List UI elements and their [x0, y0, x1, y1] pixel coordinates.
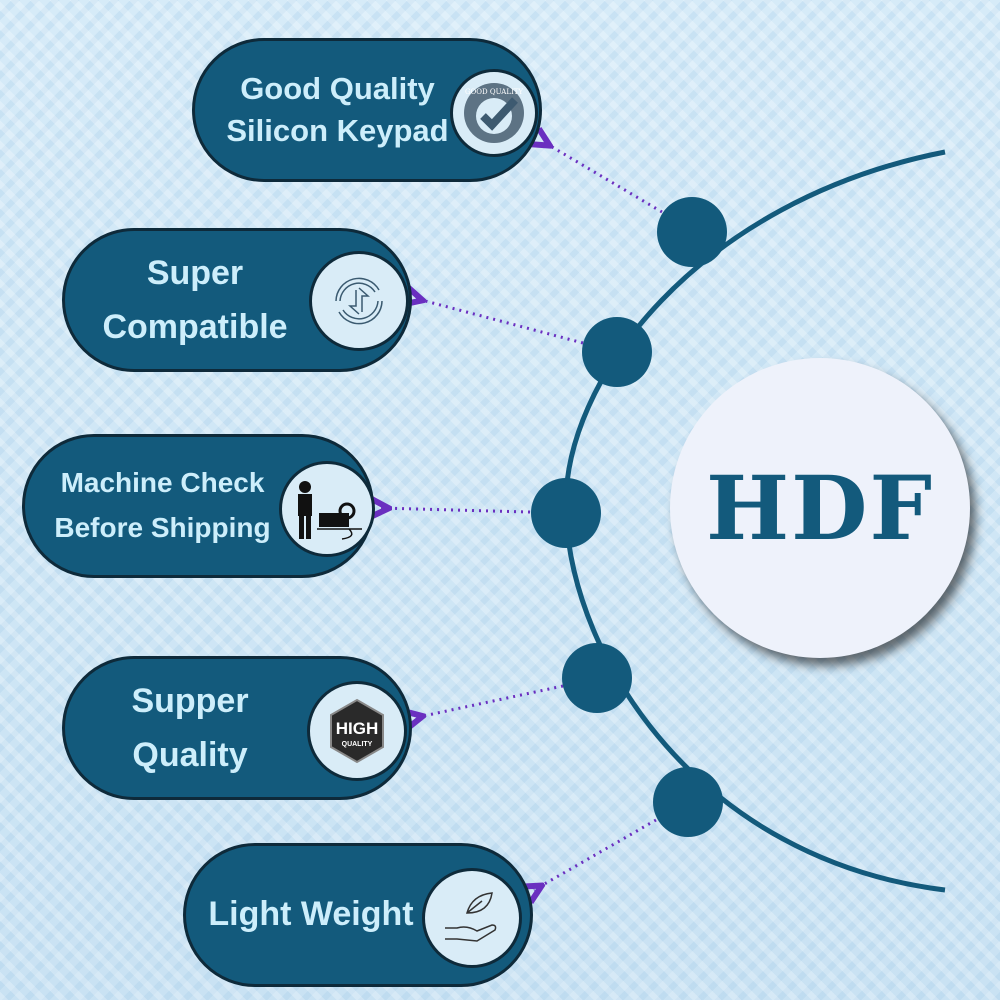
feature-label: Light Weight — [191, 846, 431, 984]
node-1 — [657, 197, 727, 267]
feature-good-quality: Good Quality Silicon Keypad GOOD QUALITY — [192, 38, 542, 182]
feature-line: Silicon Keypad — [226, 113, 449, 148]
good-quality-check-icon: GOOD QUALITY — [450, 69, 538, 157]
feature-super-compatible: Super Compatible — [62, 228, 412, 372]
feature-line: Light Weight — [208, 895, 414, 934]
feature-line: Before Shipping — [54, 512, 271, 543]
badge-text: QUALITY — [342, 741, 373, 748]
badge-text: HIGH — [336, 719, 379, 738]
feature-line: Compatible — [102, 308, 288, 346]
badge-text: GOOD QUALITY — [465, 88, 523, 96]
feature-label: Good Quality Silicon Keypad — [205, 41, 470, 179]
feature-line: Quality — [132, 736, 248, 774]
node-5 — [653, 767, 723, 837]
hdf-center-circle: HDF — [670, 358, 970, 658]
arrow-4 — [414, 684, 564, 718]
feature-line: Super — [146, 253, 244, 292]
feather-hand-icon — [422, 868, 522, 968]
arrow-5 — [534, 818, 657, 890]
feature-supper-quality: Supper Quality HIGH QUALITY — [62, 656, 412, 800]
arrow-3 — [380, 508, 531, 512]
high-quality-badge-icon: HIGH QUALITY — [307, 681, 407, 781]
arrow-1 — [542, 141, 663, 214]
feature-label: Machine Check Before Shipping — [35, 437, 290, 575]
node-3 — [531, 478, 601, 548]
machine-worker-icon — [279, 461, 375, 557]
node-4 — [562, 643, 632, 713]
refresh-arrows-icon — [309, 251, 409, 351]
node-2 — [582, 317, 652, 387]
feature-machine-check: Machine Check Before Shipping — [22, 434, 375, 578]
feature-label: Supper Quality — [75, 659, 305, 797]
feature-line: Supper — [131, 681, 249, 720]
feature-light-weight: Light Weight — [183, 843, 533, 987]
hdf-label: HDF — [706, 456, 934, 560]
feature-label: Super Compatible — [75, 231, 315, 369]
feature-line: Good Quality — [240, 71, 435, 107]
arrow-2 — [414, 298, 584, 345]
feature-line: Machine Check — [60, 467, 265, 499]
